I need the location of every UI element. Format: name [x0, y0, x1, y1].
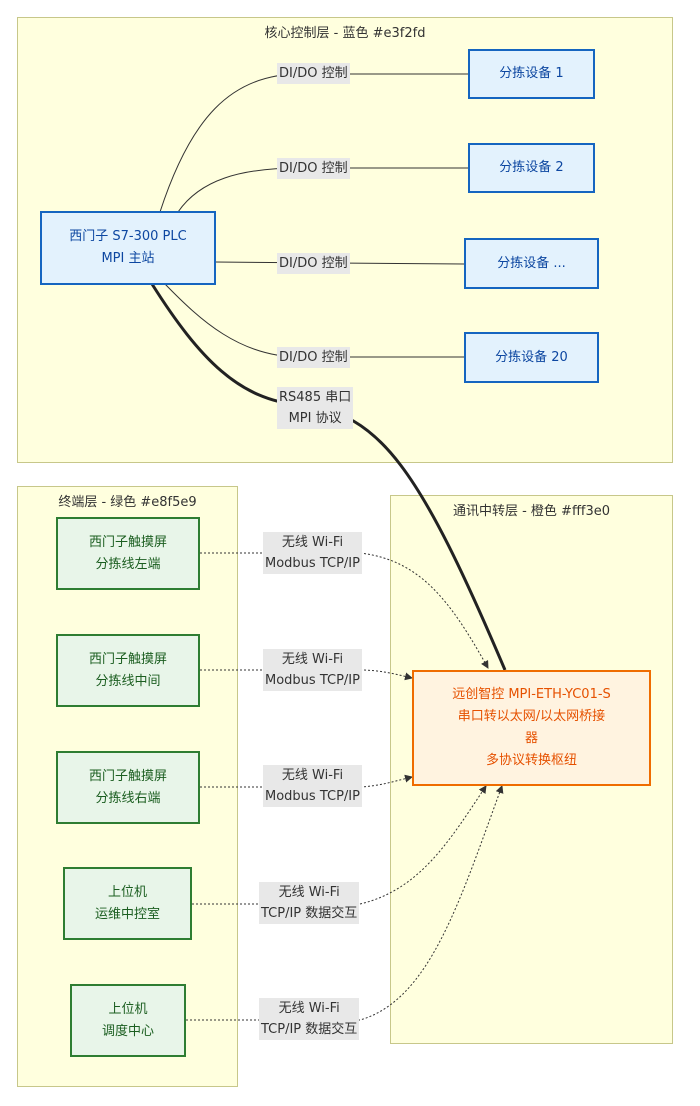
hmi-left-line2: 分拣线左端: [95, 556, 161, 572]
wifi5-line2: TCP/IP 数据交互: [261, 1022, 358, 1037]
edge-wifi-5: [186, 785, 504, 1021]
edge-label-wifi-2: 无线 Wi-Fi Modbus TCP/IP: [263, 649, 362, 691]
wifi2-line2: Modbus TCP/IP: [265, 673, 360, 688]
edge-label-wifi-5: 无线 Wi-Fi TCP/IP 数据交互: [259, 998, 360, 1040]
sorter-more-node: 分拣设备 ...: [464, 238, 599, 289]
wifi2-line1: 无线 Wi-Fi: [281, 652, 344, 667]
wifi1-line1: 无线 Wi-Fi: [281, 535, 344, 550]
sorter-20-node: 分拣设备 20: [464, 332, 599, 383]
hmi-left-node: 西门子触摸屏 分拣线左端: [56, 517, 200, 590]
host-ops-line2: 运维中控室: [94, 906, 160, 922]
edge-label-rs485: RS485 串口 MPI 协议: [277, 387, 354, 429]
core-layer-title: 核心控制层 - 蓝色 #e3f2fd: [264, 26, 426, 41]
sorter-1-label: 分拣设备 1: [499, 66, 564, 81]
hmi-right-node: 西门子触摸屏 分拣线右端: [56, 751, 200, 824]
wifi4-line1: 无线 Wi-Fi: [278, 885, 340, 900]
gateway-line2: 串口转以太网/以太网桥接: [457, 709, 606, 724]
plc-master-node: 西门子 S7-300 PLC MPI 主站: [40, 211, 216, 285]
gateway-line4: 多协议转换枢纽: [485, 753, 577, 768]
edge-label-dido-4: DI/DO 控制: [277, 347, 350, 368]
sorter-2-node: 分拣设备 2: [468, 143, 595, 193]
sorter-2-label: 分拣设备 2: [499, 160, 564, 175]
edge-label-dido-3: DI/DO 控制: [277, 253, 350, 274]
sorter-1-node: 分拣设备 1: [468, 49, 595, 99]
edge-rs485: [150, 283, 507, 671]
terminal-layer-title: 终端层 - 绿色 #e8f5e9: [58, 495, 197, 510]
wifi4-line2: TCP/IP 数据交互: [261, 906, 358, 921]
relay-layer-title: 通讯中转层 - 橙色 #fff3e0: [452, 504, 611, 519]
host-dispatch-line2: 调度中心: [101, 1023, 154, 1039]
edge-dido-1: [159, 73, 468, 213]
host-ops-line1: 上位机: [107, 884, 147, 900]
wifi1-line2: Modbus TCP/IP: [265, 556, 360, 571]
gateway-line3: 器: [524, 731, 538, 746]
hmi-left-line1: 西门子触摸屏: [88, 534, 167, 550]
sorter-20-label: 分拣设备 20: [495, 349, 568, 365]
wifi3-line1: 无线 Wi-Fi: [281, 768, 344, 783]
wifi5-line1: 无线 Wi-Fi: [278, 1001, 340, 1016]
host-dispatch-node: 上位机 调度中心: [70, 984, 186, 1057]
wifi3-line2: Modbus TCP/IP: [265, 789, 360, 804]
plc-line2: MPI 主站: [101, 251, 155, 266]
edge-label-dido-1: DI/DO 控制: [277, 63, 350, 84]
gateway-line1: 远创智控 MPI-ETH-YC01-S: [452, 687, 611, 702]
hmi-mid-line2: 分拣线中间: [95, 673, 161, 689]
rs485-line2: MPI 协议: [288, 411, 342, 426]
edge-wifi-4: [192, 785, 487, 905]
hmi-mid-node: 西门子触摸屏 分拣线中间: [56, 634, 200, 707]
host-dispatch-line1: 上位机: [108, 1001, 148, 1017]
hmi-right-line1: 西门子触摸屏: [88, 768, 167, 784]
host-ops-node: 上位机 运维中控室: [63, 867, 192, 940]
edge-label-wifi-1: 无线 Wi-Fi Modbus TCP/IP: [263, 532, 362, 574]
gateway-node: 远创智控 MPI-ETH-YC01-S 串口转以太网/以太网桥接 器 多协议转换…: [412, 670, 651, 786]
plc-line1: 西门子 S7-300 PLC: [69, 229, 187, 244]
edge-label-wifi-3: 无线 Wi-Fi Modbus TCP/IP: [263, 765, 362, 807]
rs485-line1: RS485 串口: [279, 390, 352, 405]
edge-label-wifi-4: 无线 Wi-Fi TCP/IP 数据交互: [259, 882, 360, 924]
sorter-more-label: 分拣设备 ...: [497, 255, 566, 271]
edge-label-dido-2: DI/DO 控制: [277, 158, 350, 179]
hmi-mid-line1: 西门子触摸屏: [88, 651, 167, 667]
hmi-right-line2: 分拣线右端: [95, 790, 161, 806]
